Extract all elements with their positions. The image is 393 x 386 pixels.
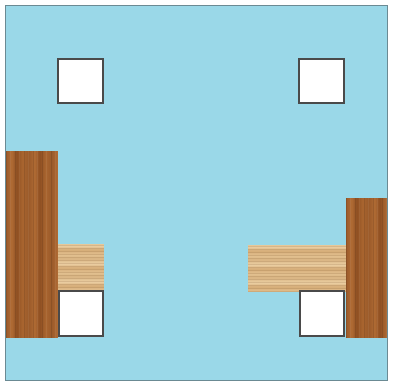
slot-top-right[interactable] [298,58,345,104]
slot-top-left[interactable] [57,58,104,104]
left-post[interactable] [6,151,58,338]
game-board [5,5,388,381]
right-plank[interactable] [248,245,346,292]
left-plank[interactable] [58,244,104,291]
right-post[interactable] [346,198,388,338]
slot-bottom-left[interactable] [58,290,104,337]
slot-bottom-right[interactable] [299,290,345,337]
